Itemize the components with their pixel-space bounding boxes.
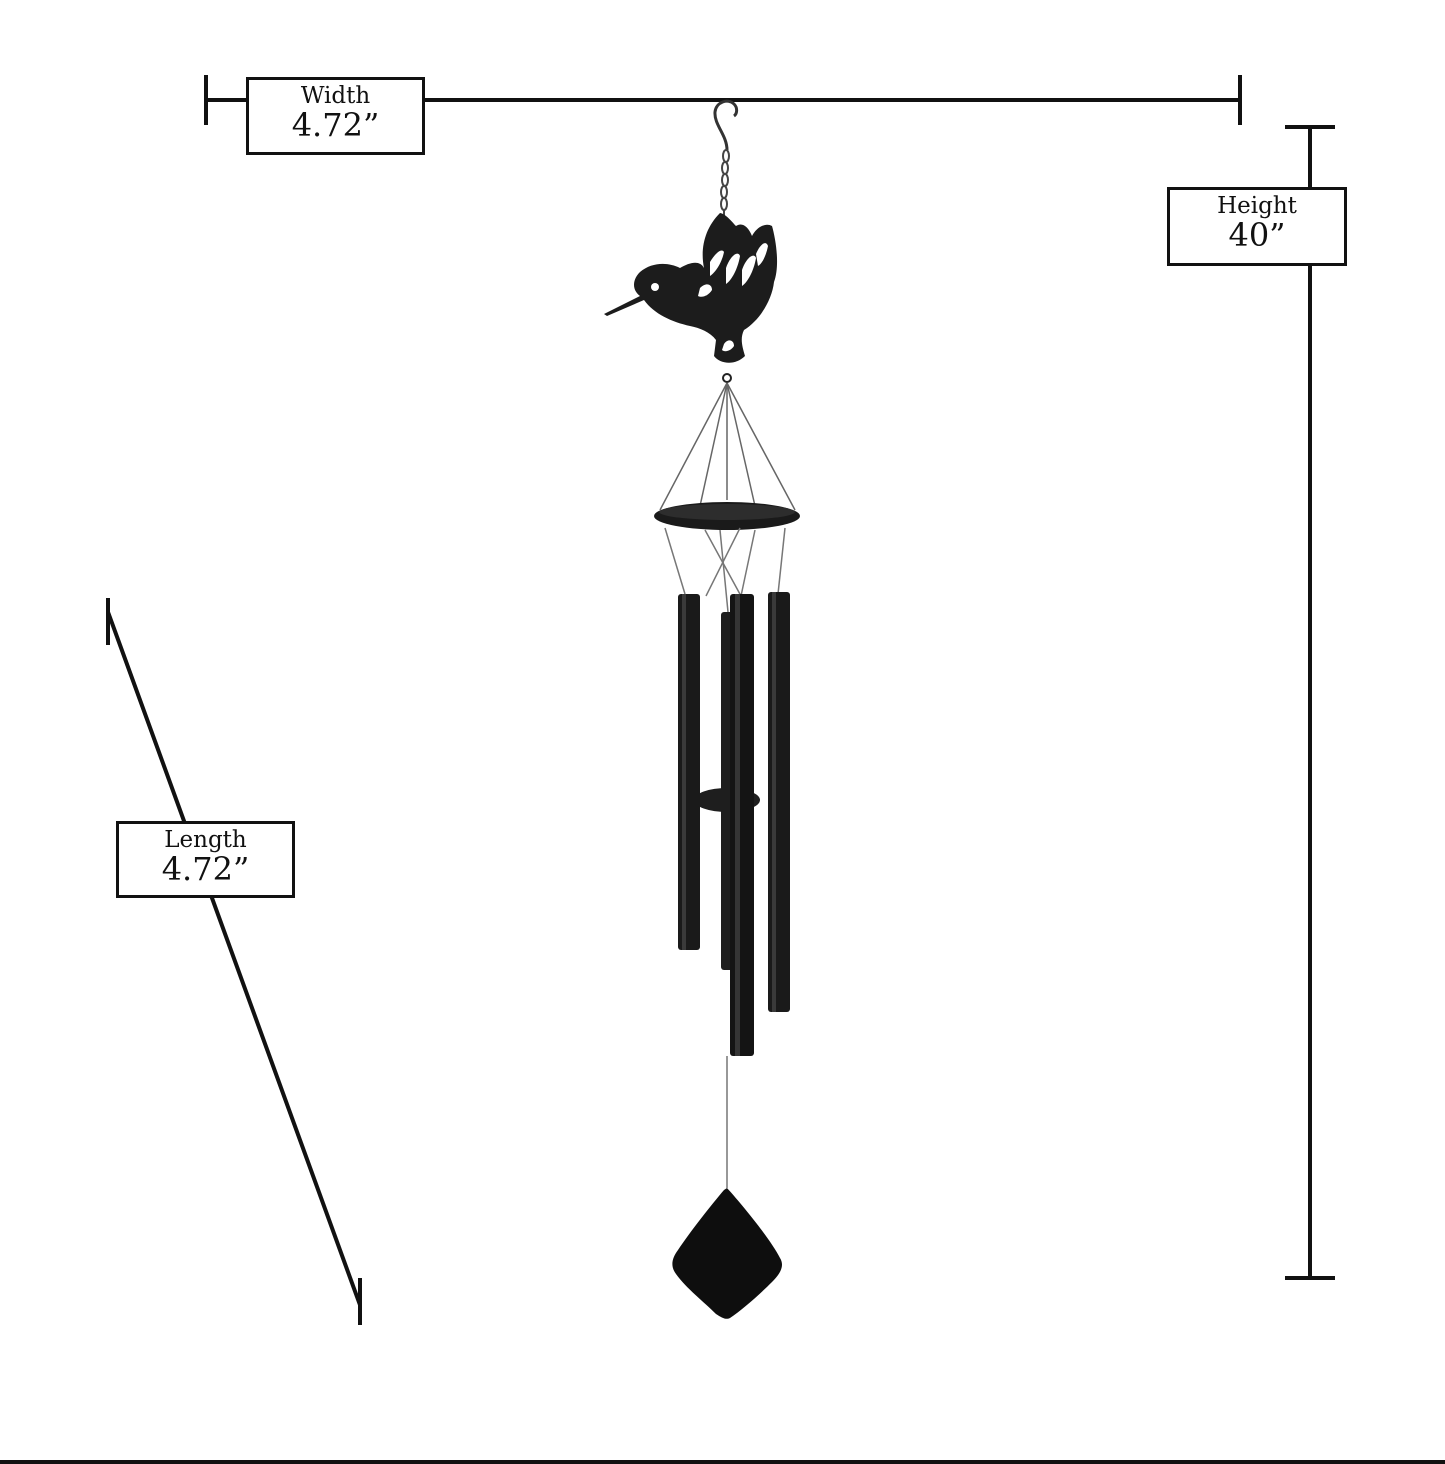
width-label: Width 4.72” bbox=[246, 77, 425, 155]
suspension-ring bbox=[722, 373, 732, 383]
width-label-value: 4.72” bbox=[291, 106, 380, 144]
width-label-name: Width bbox=[300, 83, 371, 109]
hummingbird-icon bbox=[604, 213, 778, 363]
length-label: Length 4.72” bbox=[116, 821, 295, 898]
top-disc bbox=[654, 502, 800, 530]
tube-strings bbox=[664, 527, 786, 613]
length-label-value: 4.72” bbox=[161, 850, 250, 888]
length-dimension-line bbox=[106, 598, 362, 1325]
diamond-sail-icon bbox=[672, 1188, 783, 1319]
bottom-divider bbox=[0, 1460, 1445, 1464]
chime-tubes bbox=[678, 592, 790, 1056]
chime-tube bbox=[730, 594, 754, 1056]
chime-tube bbox=[768, 592, 790, 1012]
suspension-cords bbox=[659, 382, 796, 511]
length-label-name: Length bbox=[164, 827, 247, 853]
height-label-value: 40” bbox=[1228, 216, 1286, 254]
chime-tube bbox=[678, 594, 700, 950]
hanging-chain bbox=[720, 149, 730, 218]
height-label: Height 40” bbox=[1167, 187, 1347, 266]
hanging-hook-icon bbox=[713, 99, 739, 151]
height-dimension-line bbox=[1285, 125, 1335, 1280]
height-label-name: Height bbox=[1217, 193, 1297, 219]
